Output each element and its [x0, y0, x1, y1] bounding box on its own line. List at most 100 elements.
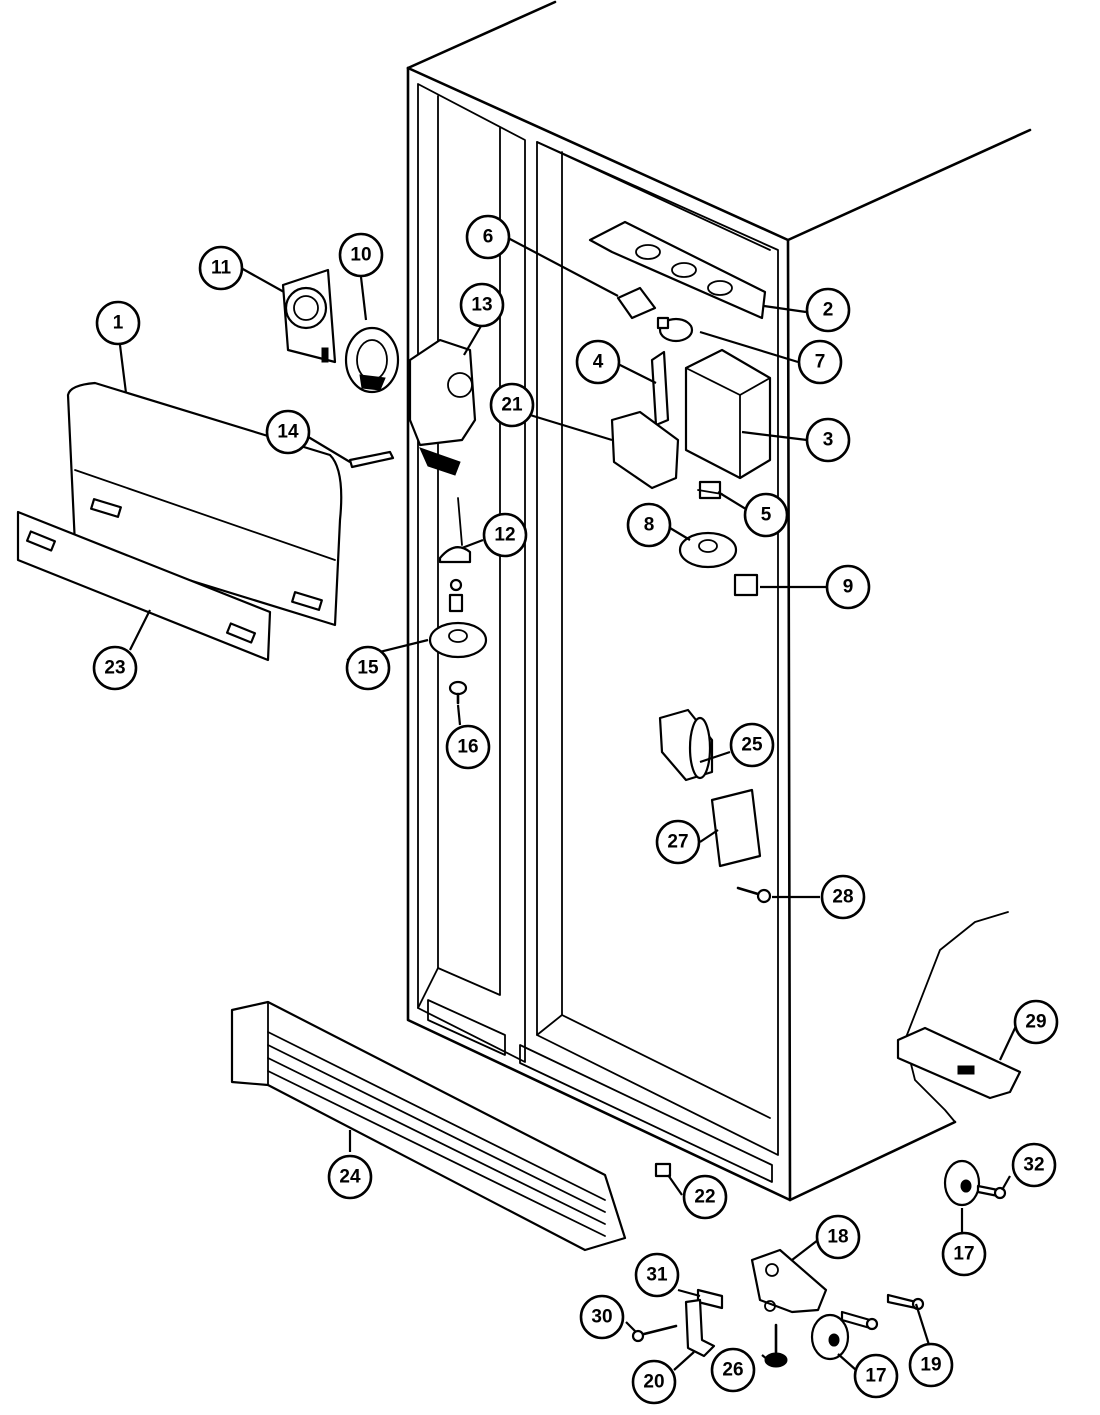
callout-17-front: 17 [853, 1353, 899, 1399]
callout-18: 18 [815, 1214, 861, 1260]
callout-16: 16 [445, 724, 491, 770]
part-16-screw [448, 680, 468, 705]
part-26-leveling-leg [764, 1323, 788, 1368]
callout-label-13: 13 [471, 295, 492, 316]
callout-label-3: 3 [823, 430, 834, 451]
part-24-base-grille [230, 1000, 627, 1252]
callout-12: 12 [482, 512, 528, 558]
callout-14: 14 [265, 409, 311, 455]
part-15-disc [428, 621, 488, 659]
callout-11: 11 [198, 245, 244, 291]
part-8-knob [678, 531, 738, 569]
part-32-pin [976, 1184, 1007, 1200]
part-20-hinge [684, 1298, 716, 1358]
part-21-control [610, 410, 680, 490]
callout-label-12: 12 [494, 525, 515, 546]
callout-label-21: 21 [501, 395, 523, 416]
callout-31: 31 [634, 1252, 680, 1298]
callout-1: 1 [95, 300, 141, 346]
callout-26: 26 [710, 1347, 756, 1393]
callout-label-17-front: 17 [865, 1366, 886, 1387]
callout-label-6: 6 [483, 227, 494, 248]
part-5-small-switch [697, 480, 723, 500]
callout-29: 29 [1013, 999, 1059, 1045]
callout-9: 9 [825, 564, 871, 610]
callout-2: 2 [805, 287, 851, 333]
callout-label-15: 15 [357, 658, 379, 679]
callout-label-19: 19 [920, 1355, 941, 1376]
callout-label-14: 14 [277, 422, 299, 443]
part-30-screw [631, 1324, 678, 1343]
callout-25: 25 [729, 722, 775, 768]
callout-label-29: 29 [1025, 1012, 1046, 1033]
callout-13: 13 [459, 282, 505, 328]
callout-label-22: 22 [694, 1187, 715, 1208]
callout-label-17-rear: 17 [953, 1244, 974, 1265]
callout-label-28: 28 [832, 887, 853, 908]
part-12-cam [438, 497, 472, 613]
part-6-socket [616, 286, 657, 320]
part-22-clip [654, 1162, 672, 1178]
part-19-pins [840, 1293, 925, 1331]
callout-19: 19 [908, 1342, 954, 1388]
part-9-clip [733, 573, 759, 597]
callout-15: 15 [345, 645, 391, 691]
part-3-light-cover [684, 348, 772, 480]
part-25-grommet [658, 708, 714, 782]
callout-label-10: 10 [350, 245, 371, 266]
part-23-grille-strip [16, 510, 272, 662]
part-18-leveling-bracket [750, 1248, 828, 1314]
part-14-rod [348, 450, 395, 469]
callout-label-27: 27 [667, 832, 688, 853]
callout-7: 7 [797, 339, 843, 385]
callout-21: 21 [489, 382, 535, 428]
callout-label-1: 1 [113, 313, 124, 334]
callout-label-30: 30 [591, 1307, 612, 1328]
callout-22: 22 [682, 1174, 728, 1220]
callout-23: 23 [92, 645, 138, 691]
callout-label-18: 18 [827, 1227, 848, 1248]
callout-24: 24 [327, 1154, 373, 1200]
callout-5: 5 [743, 492, 789, 538]
callout-label-25: 25 [741, 735, 763, 756]
part-29-rear-bracket [896, 911, 1022, 1123]
callout-label-32: 32 [1023, 1155, 1044, 1176]
callout-label-11: 11 [211, 258, 232, 279]
callout-20: 20 [631, 1359, 677, 1405]
part-27-cover [710, 788, 762, 868]
part-28-screw [736, 886, 772, 904]
part-4-switch [650, 350, 670, 427]
callout-8: 8 [626, 502, 672, 548]
callout-30: 30 [579, 1294, 625, 1340]
callout-label-4: 4 [593, 352, 604, 373]
part-17-roller-front [810, 1313, 850, 1361]
callout-label-16: 16 [457, 737, 478, 758]
callout-label-5: 5 [761, 505, 772, 526]
callout-label-2: 2 [823, 300, 834, 321]
callout-label-24: 24 [339, 1167, 361, 1188]
callout-17-rear: 17 [941, 1231, 987, 1277]
part-10-motor [344, 326, 400, 394]
callout-10: 10 [338, 232, 384, 278]
part-2-light-bracket [588, 220, 767, 320]
callout-28: 28 [820, 874, 866, 920]
refrigerator-cabinet [406, 0, 1032, 1202]
part-13-dispenser-housing [408, 338, 477, 476]
part-17-roller-rear [943, 1159, 981, 1207]
part-7-bulb [656, 316, 694, 343]
callout-3: 3 [805, 417, 851, 463]
part-31-plate [696, 1288, 724, 1310]
callout-32: 32 [1011, 1142, 1057, 1188]
callout-label-8: 8 [644, 515, 655, 536]
callout-27: 27 [655, 819, 701, 865]
callout-label-9: 9 [843, 577, 854, 598]
callout-label-31: 31 [646, 1265, 668, 1286]
part-11-bracket [281, 268, 337, 364]
callout-label-26: 26 [722, 1360, 743, 1381]
callout-6: 6 [465, 214, 511, 260]
callout-label-7: 7 [815, 352, 826, 373]
callout-4: 4 [575, 339, 621, 385]
callout-label-23: 23 [104, 658, 125, 679]
callout-label-20: 20 [643, 1372, 664, 1393]
